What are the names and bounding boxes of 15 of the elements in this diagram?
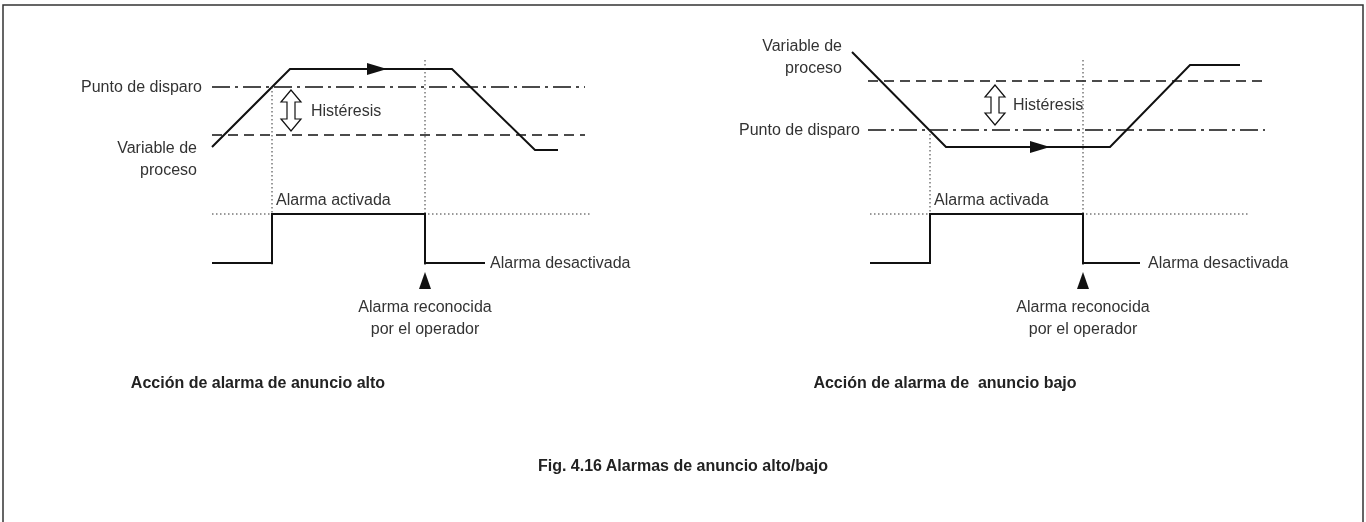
figure-caption: Fig. 4.16 Alarmas de anuncio alto/bajo xyxy=(537,456,829,476)
alarm-off-label: Alarma desactivada xyxy=(490,253,631,273)
alarm-on-label: Alarma activada xyxy=(276,190,391,210)
acknowledge-label: Alarma reconocida por el operador xyxy=(1015,297,1151,339)
chart-title: Acción de alarma de anuncio bajo xyxy=(813,373,1077,393)
chart-title: Acción de alarma de anuncio alto xyxy=(130,373,386,393)
process-variable-label: Variable de proceso xyxy=(116,138,197,180)
acknowledge-label: Alarma reconocida por el operador xyxy=(357,297,493,339)
trip-point-label: Punto de disparo xyxy=(81,77,202,97)
trip-point-label: Punto de disparo xyxy=(739,120,860,140)
hysteresis-label: Histéresis xyxy=(311,101,382,121)
alarm-off-label: Alarma desactivada xyxy=(1148,253,1289,273)
hysteresis-label: Histéresis xyxy=(1013,95,1084,115)
process-variable-label: Variable de proceso xyxy=(761,36,842,78)
alarm-on-label: Alarma activada xyxy=(934,190,1049,210)
